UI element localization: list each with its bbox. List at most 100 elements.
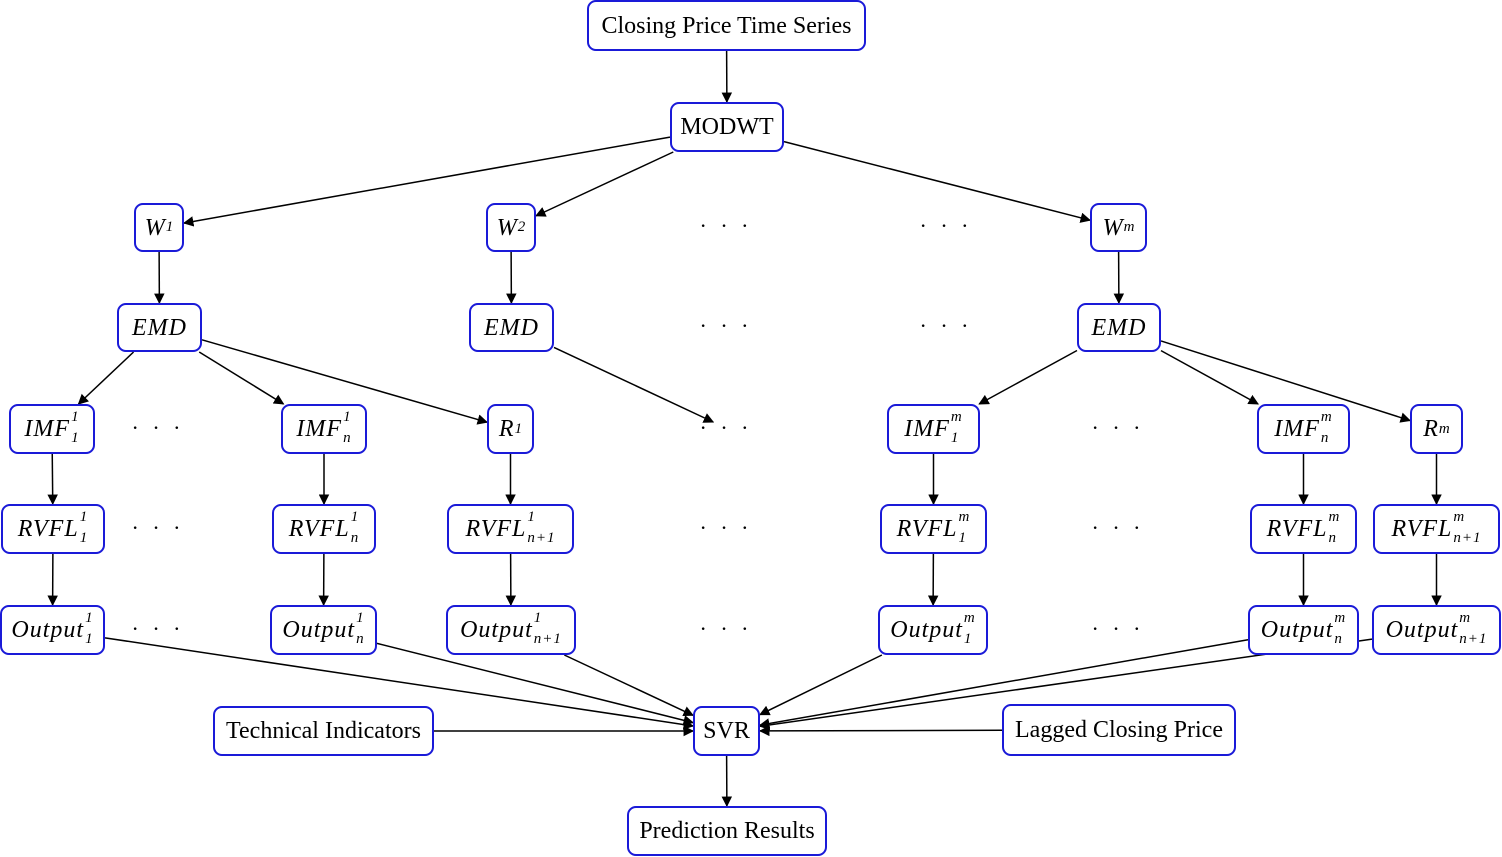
rvfl-1-1-sup: 1 xyxy=(79,509,89,525)
edge-emdm-to-imfm_n xyxy=(1160,349,1259,405)
edge-imf1_1-to-rvfl1_1 xyxy=(47,453,58,506)
edge-emd2-to-dots_r3_mid xyxy=(553,346,715,423)
imf-m-1-sub: 1 xyxy=(950,430,960,446)
output-m-n-sub: n xyxy=(1334,631,1343,647)
lagged-closing-price-label: Lagged Closing Price xyxy=(1015,717,1223,743)
closing-price-time-series-node: Closing Price Time Series xyxy=(587,0,866,51)
rvfl-m-1-base: RVFL xyxy=(896,516,958,542)
output-1-1-sup: 1 xyxy=(85,610,94,626)
output-1-n1-sub: n+1 xyxy=(533,631,562,647)
wm-sub: m xyxy=(1123,219,1135,235)
rvfl-m-1-sup: m xyxy=(958,509,971,525)
ellipsis-emd-row-1: · · · xyxy=(699,313,753,338)
lagged-closing-price-node: Lagged Closing Price xyxy=(1002,704,1236,756)
rvfl-1-n-sub: n xyxy=(350,530,360,546)
output-m-1-sub: 1 xyxy=(963,631,973,647)
ellipsis-output-row-right: · · · xyxy=(1091,616,1145,641)
emd1-label: EMD xyxy=(132,314,187,341)
prediction-results-node: Prediction Results xyxy=(627,806,827,856)
emdm-label: EMD xyxy=(1091,314,1147,341)
ellipsis-output-row-left: · · · xyxy=(131,616,185,641)
w2-base: W xyxy=(496,214,518,241)
edge-lagged-to-svr xyxy=(758,725,1003,737)
rvfl-1-1-base: RVFL xyxy=(17,516,79,542)
technical-indicators-label: Technical Indicators xyxy=(226,718,421,744)
imf-m-n-base: IMF xyxy=(1274,416,1320,442)
edge-out1_n1-to-svr xyxy=(564,654,694,717)
edge-outm_1-to-svr xyxy=(759,654,883,716)
output-m-1-sup: m xyxy=(963,610,976,626)
rvfl-1-n-sup: 1 xyxy=(350,509,360,525)
emdm-node: EMD xyxy=(1077,303,1161,352)
ellipsis-imf-row-left: · · · xyxy=(131,415,185,440)
edge-emdm-to-imfm_1 xyxy=(978,349,1078,405)
rvfl-1-n1-sub: n+1 xyxy=(527,530,556,546)
output-1-n1-sup: 1 xyxy=(533,610,543,626)
output-m-n-sup: m xyxy=(1334,610,1347,626)
ellipsis-output-row-middle: · · · xyxy=(699,616,753,641)
r1-base: R xyxy=(498,416,515,442)
imf-1-n-base: IMF xyxy=(296,416,343,442)
rvfl-m-n1-sub: n+1 xyxy=(1453,530,1482,546)
rvfl-1-n1-sup: 1 xyxy=(527,509,536,525)
output-1-1-sub: 1 xyxy=(85,631,94,647)
imf-1-1-sub: 1 xyxy=(71,430,80,446)
ellipsis-w-row-2: · · · xyxy=(919,213,973,238)
svr-node: SVR xyxy=(693,706,760,756)
output-m-1-base: Output xyxy=(890,617,963,643)
wm-base: W xyxy=(1102,214,1124,241)
edge-emd1-to-r1 xyxy=(201,339,489,425)
ellipsis-rvfl-row-middle: · · · xyxy=(699,515,753,540)
rvfl-m-n-base: RVFL xyxy=(1266,516,1328,542)
emd2-node: EMD xyxy=(469,303,554,352)
rvfl-1-n-base: RVFL xyxy=(288,516,350,542)
ellipsis-rvfl-row-left: · · · xyxy=(131,515,185,540)
w1-base: W xyxy=(144,214,166,241)
imf-m-n-sub: n xyxy=(1320,430,1330,446)
output-m-n1-sup: m xyxy=(1459,610,1472,626)
imf-1-1-sup: 1 xyxy=(71,409,80,425)
svr-label: SVR xyxy=(703,718,750,744)
edge-out1_1-to-svr xyxy=(104,637,695,730)
imf-m-1-base: IMF xyxy=(904,416,950,442)
emd1-node: EMD xyxy=(117,303,202,352)
edge-modwt-to-w2 xyxy=(535,151,674,217)
edge-outm_n-to-svr xyxy=(758,638,1249,729)
ellipsis-rvfl-row-right: · · · xyxy=(1091,515,1145,540)
output-m-n-base: Output xyxy=(1260,617,1334,643)
ellipsis-w-row-1: · · · xyxy=(699,213,753,238)
modwt-node: MODWT xyxy=(670,102,784,152)
rvfl-m-n-sup: m xyxy=(1328,509,1341,525)
edge-emd1-to-imf1_n xyxy=(198,351,285,405)
edge-out1_n-to-svr xyxy=(376,642,695,726)
imf-1-n-sup: 1 xyxy=(343,409,352,425)
ellipsis-imf-row-middle: · · · xyxy=(699,415,753,440)
r1-sub: 1 xyxy=(514,420,523,437)
output-1-n-sub: n xyxy=(356,631,365,647)
rm-base: R xyxy=(1423,416,1439,442)
output-1-n-sup: 1 xyxy=(356,610,365,626)
edge-modwt-to-wm xyxy=(783,140,1092,223)
rvfl-m-n1-sup: m xyxy=(1453,509,1466,525)
modwt-label: MODWT xyxy=(680,114,774,140)
output-m-n1-sub: n+1 xyxy=(1459,631,1488,647)
imf-m-1-sup: m xyxy=(950,409,963,425)
output-1-n1-base: Output xyxy=(460,617,533,643)
w1-sub: 1 xyxy=(165,219,174,235)
ellipsis-imf-row-right: · · · xyxy=(1091,415,1145,440)
